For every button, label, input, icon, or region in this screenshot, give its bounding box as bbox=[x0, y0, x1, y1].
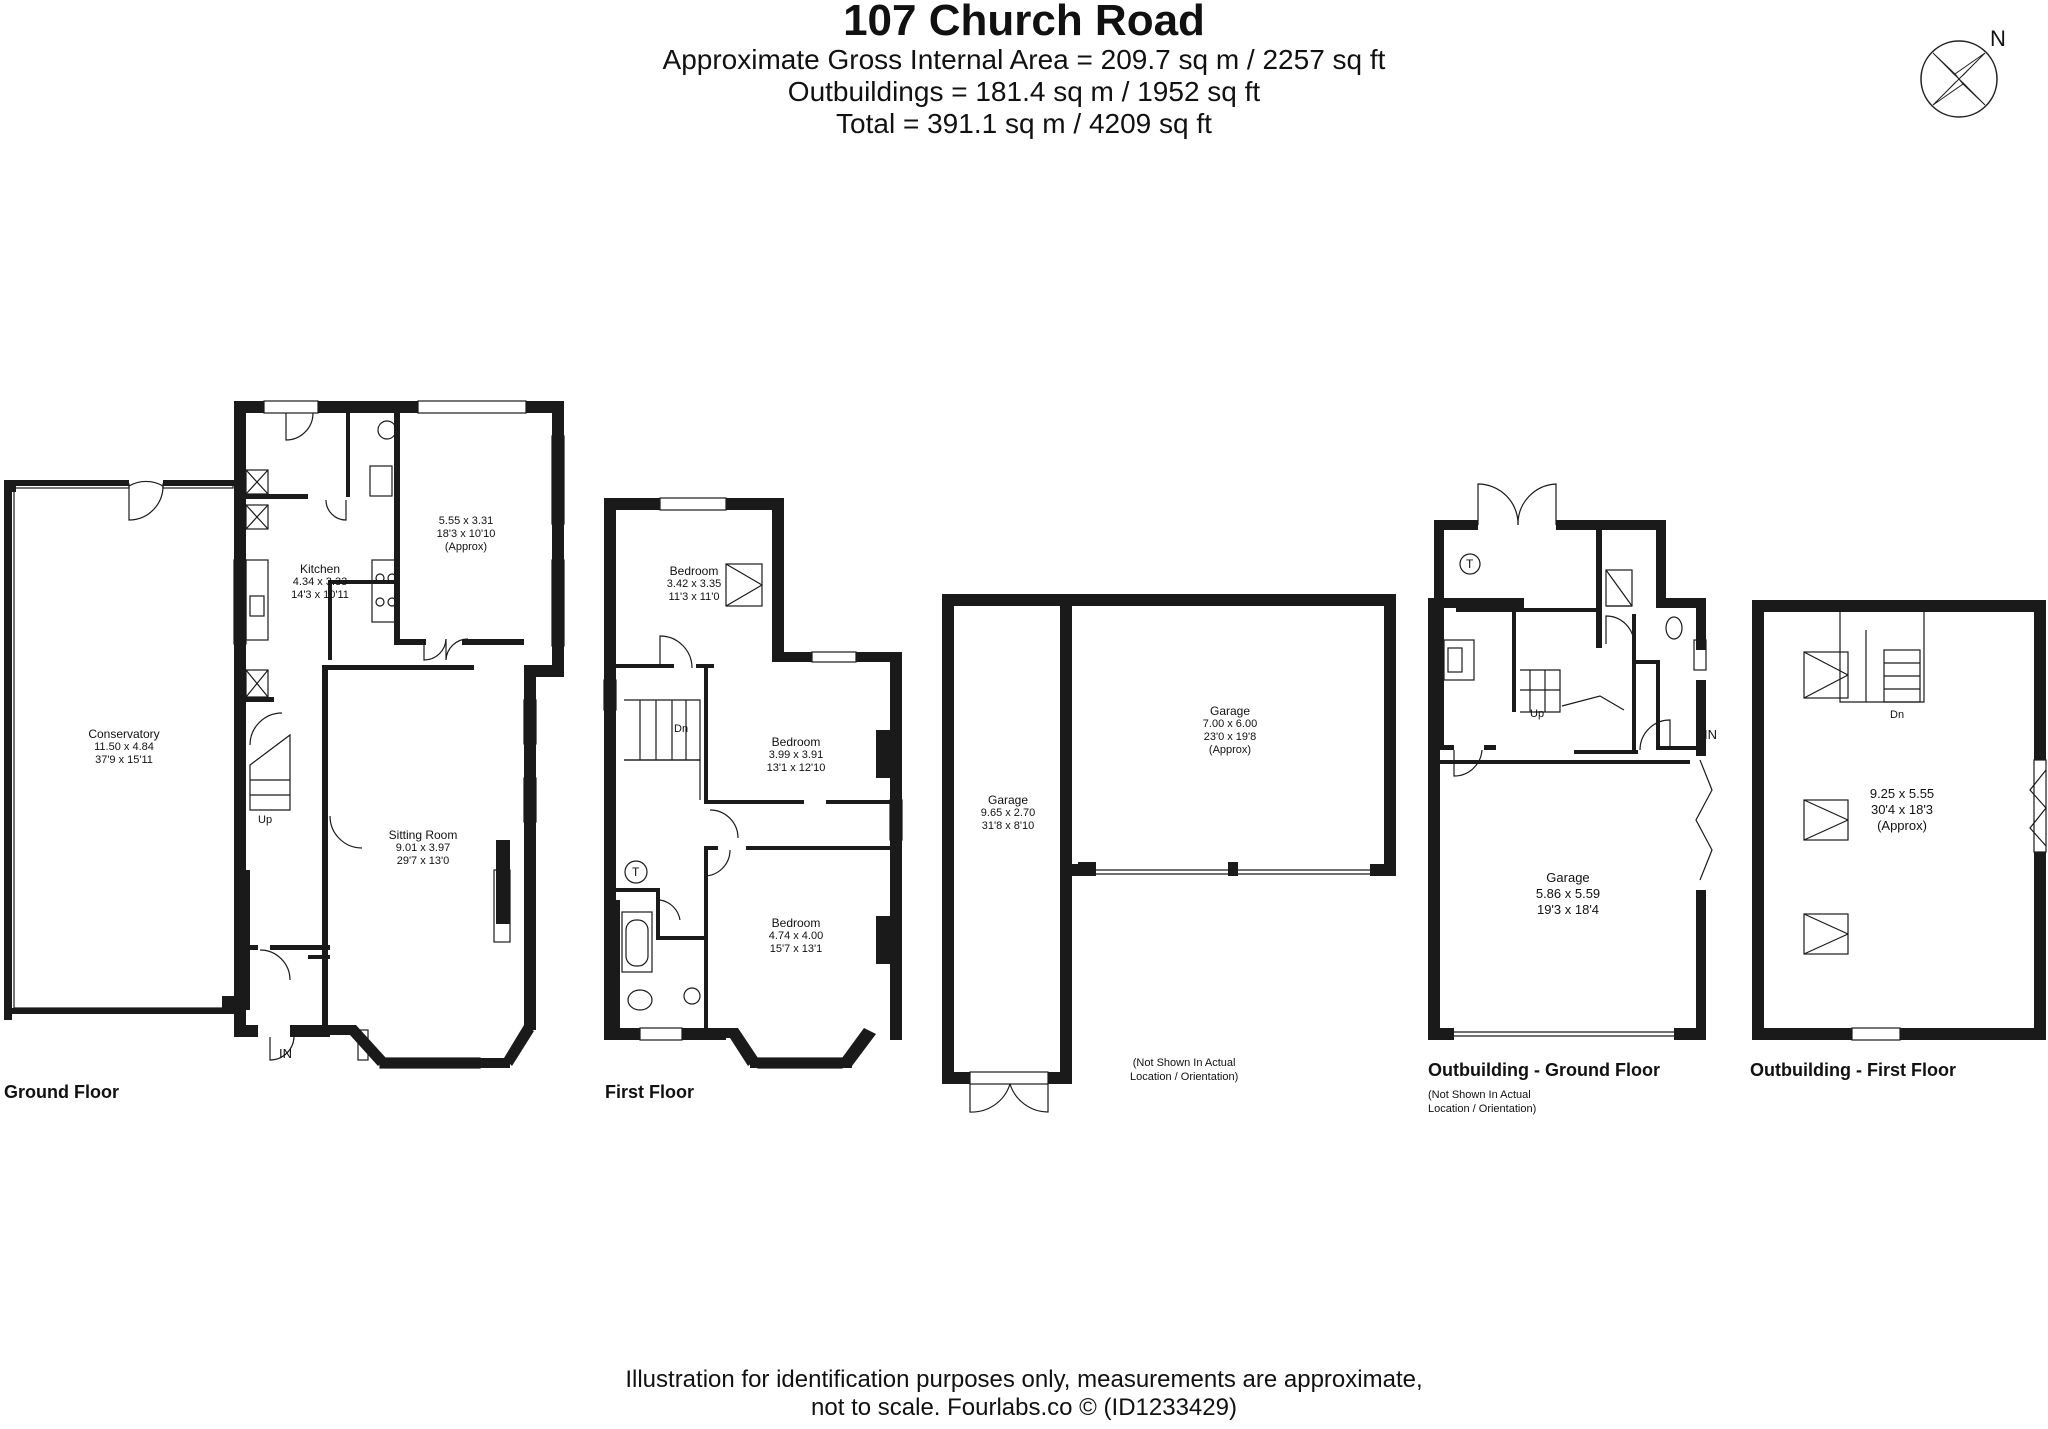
entrance-label-outbuilding: IN bbox=[1704, 727, 1717, 742]
gf-room-metric: 5.55 x 3.31 bbox=[438, 515, 494, 527]
garage-wide-imperial: 23'0 x 19'8 bbox=[1203, 731, 1257, 743]
outbuilding-stairs-up-label: Up bbox=[1530, 708, 1545, 720]
floor-label-first: First Floor bbox=[605, 1082, 694, 1102]
bedroom-2-imperial: 13'1 x 12'10 bbox=[766, 762, 826, 774]
total-area: Total = 391.1 sq m / 4209 sq ft bbox=[836, 108, 1212, 139]
outbuilding-location-note: (Not Shown In Actual Location / Orientat… bbox=[1428, 1089, 1537, 1115]
bedroom-1-imperial: 11'3 x 11'0 bbox=[668, 591, 720, 603]
tank-label-outbuilding: T bbox=[1466, 557, 1474, 571]
room-label-outbuilding-first: 9.25 x 5.55 30'4 x 18'3 (Approx) bbox=[1870, 786, 1934, 834]
room-label-sitting: Sitting Room 9.01 x 3.97 29'7 x 13'0 bbox=[389, 829, 458, 868]
bedroom-3-metric: 4.74 x 4.00 bbox=[768, 930, 824, 942]
bedroom-2-metric: 3.99 x 3.91 bbox=[768, 749, 824, 761]
disclaimer-line-1: Illustration for identification purposes… bbox=[625, 1366, 1423, 1393]
out-first-metric: 9.25 x 5.55 bbox=[1869, 786, 1935, 801]
sitting-imperial: 29'7 x 13'0 bbox=[396, 855, 450, 867]
header: 107 Church Road Approximate Gross Intern… bbox=[0, 0, 2048, 140]
room-label-bedroom-3: Bedroom 4.74 x 4.00 15'7 x 13'1 bbox=[769, 917, 823, 956]
room-label-garage-wide: Garage 7.00 x 6.00 23'0 x 19'8 (Approx) bbox=[1203, 705, 1257, 757]
compass-icon bbox=[1920, 40, 1998, 118]
garage-out-metric: 5.86 x 5.59 bbox=[1535, 886, 1601, 901]
room-label-kitchen: Kitchen 4.34 x 3.33 14'3 x 10'11 bbox=[291, 563, 349, 602]
gf-room-imperial: 18'3 x 10'10 bbox=[436, 528, 496, 540]
kitchen-metric: 4.34 x 3.33 bbox=[292, 576, 348, 588]
room-label-bedroom-1: Bedroom 3.42 x 3.35 11'3 x 11'0 bbox=[667, 565, 721, 604]
gross-area: Approximate Gross Internal Area = 209.7 … bbox=[662, 44, 1386, 75]
garage-location-note: (Not Shown In Actual Location / Orientat… bbox=[1130, 1057, 1239, 1083]
garage-long-metric: 9.65 x 2.70 bbox=[980, 807, 1036, 819]
kitchen-imperial: 14'3 x 10'11 bbox=[291, 589, 349, 601]
room-label-gf-room: 5.55 x 3.31 18'3 x 10'10 (Approx) bbox=[437, 515, 496, 554]
bedroom-2-name: Bedroom bbox=[771, 735, 821, 749]
room-label-garage-outbuilding: Garage 5.86 x 5.59 19'3 x 18'4 bbox=[1536, 870, 1600, 918]
outbuildings-area: Outbuildings = 181.4 sq m / 1952 sq ft bbox=[787, 76, 1261, 107]
stairs-down-label: Dn bbox=[674, 723, 689, 735]
disclaimer: Illustration for identification purposes… bbox=[0, 1366, 2048, 1422]
room-label-garage-long: Garage 9.65 x 2.70 31'8 x 8'10 bbox=[981, 794, 1035, 833]
entrance-label-main: IN bbox=[279, 1046, 292, 1061]
stairs-up-label: Up bbox=[258, 814, 273, 826]
bedroom-3-imperial: 15'7 x 13'1 bbox=[769, 943, 823, 955]
garage-wide-name: Garage bbox=[1209, 704, 1251, 718]
garage-out-name: Garage bbox=[1546, 870, 1590, 885]
gf-room-approx: (Approx) bbox=[444, 541, 488, 553]
garage-long-imperial: 31'8 x 8'10 bbox=[981, 820, 1035, 832]
bedroom-1-metric: 3.42 x 3.35 bbox=[666, 578, 722, 590]
kitchen-name: Kitchen bbox=[299, 562, 341, 576]
bedroom-1-name: Bedroom bbox=[669, 564, 719, 578]
garage-out-imperial: 19'3 x 18'4 bbox=[1536, 902, 1600, 917]
garage-wide-approx: (Approx) bbox=[1208, 744, 1252, 756]
floor-label-outbuilding-ground: Outbuilding - Ground Floor bbox=[1428, 1060, 1660, 1080]
sitting-metric: 9.01 x 3.97 bbox=[395, 842, 451, 854]
room-label-bedroom-2: Bedroom 3.99 x 3.91 13'1 x 12'10 bbox=[767, 736, 826, 775]
sitting-name: Sitting Room bbox=[388, 828, 458, 842]
conservatory-name: Conservatory bbox=[88, 727, 160, 741]
garage-wide-metric: 7.00 x 6.00 bbox=[1202, 718, 1258, 730]
floor-label-outbuilding-first: Outbuilding - First Floor bbox=[1750, 1060, 1956, 1080]
floor-label-ground: Ground Floor bbox=[4, 1082, 119, 1102]
bedroom-3-name: Bedroom bbox=[771, 916, 821, 930]
compass-north-label: N bbox=[1990, 26, 2006, 51]
out-first-imperial: 30'4 x 18'3 bbox=[1870, 802, 1934, 817]
room-label-conservatory: Conservatory 11.50 x 4.84 37'9 x 15'11 bbox=[88, 728, 159, 767]
page-title: 107 Church Road bbox=[843, 0, 1205, 45]
out-first-approx: (Approx) bbox=[1877, 818, 1927, 833]
conservatory-imperial: 37'9 x 15'11 bbox=[95, 754, 153, 766]
conservatory-metric: 11.50 x 4.84 bbox=[94, 741, 154, 753]
outbuilding-stairs-down-label: Dn bbox=[1890, 709, 1905, 721]
disclaimer-line-2: not to scale. Fourlabs.co © (ID1233429) bbox=[811, 1394, 1237, 1421]
tank-label-first-floor: T bbox=[632, 865, 640, 879]
garage-long-name: Garage bbox=[987, 793, 1029, 807]
